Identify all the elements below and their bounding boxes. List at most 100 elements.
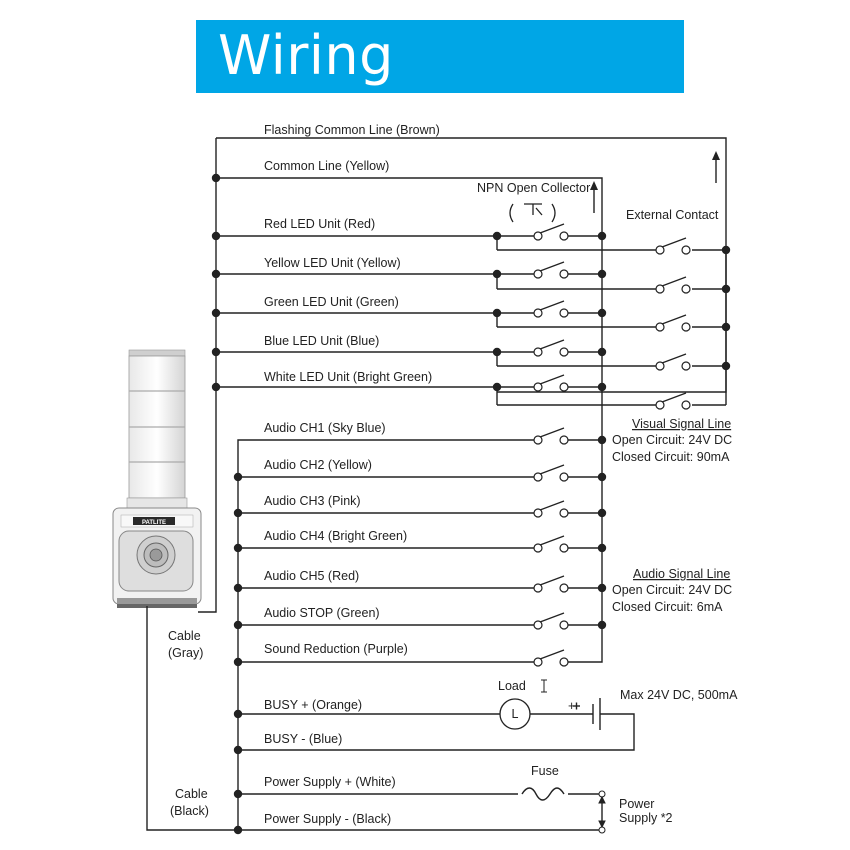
external-contact-switch-icon xyxy=(655,392,691,410)
junction-dot xyxy=(597,583,607,593)
label-white-led: White LED Unit (Bright Green) xyxy=(264,370,432,384)
visual-signal-closed: Closed Circuit: 90mA xyxy=(612,450,730,464)
junction-dot xyxy=(211,382,221,392)
junction-dot xyxy=(233,543,243,553)
junction-dot xyxy=(597,347,607,357)
audio-signal-title: Audio Signal Line xyxy=(633,567,730,581)
junction-dot xyxy=(211,173,221,183)
label-cable-black-color: (Black) xyxy=(170,804,209,818)
junction-dot xyxy=(233,583,243,593)
label-audio-ch5: Audio CH5 (Red) xyxy=(264,569,359,583)
audio-switch-icon xyxy=(533,575,569,593)
junction-dot xyxy=(492,308,502,318)
junction-dot xyxy=(492,269,502,279)
label-busy-minus: BUSY - (Blue) xyxy=(264,732,342,746)
label-power-minus: Power Supply - (Black) xyxy=(264,812,391,826)
audio-signal-closed: Closed Circuit: 6mA xyxy=(612,600,723,614)
label-audio-ch2: Audio CH2 (Yellow) xyxy=(264,458,372,472)
junction-dot xyxy=(233,825,243,835)
switches xyxy=(533,223,691,667)
audio-switch-icon xyxy=(533,464,569,482)
load-symbol: L xyxy=(512,707,519,721)
external-contact-switch-icon xyxy=(655,314,691,332)
label-external-contact: External Contact xyxy=(626,208,719,222)
label-audio-ch1: Audio CH1 (Sky Blue) xyxy=(264,421,386,435)
label-common-line: Common Line (Yellow) xyxy=(264,159,389,173)
audio-signal-open: Open Circuit: 24V DC xyxy=(612,583,732,597)
junction-dot xyxy=(597,382,607,392)
visual-signal-open: Open Circuit: 24V DC xyxy=(612,433,732,447)
junction-dot xyxy=(597,231,607,241)
junction-dot xyxy=(211,347,221,357)
audio-switch-icon xyxy=(533,427,569,445)
npn-switch-icon xyxy=(533,261,569,279)
junction-dot xyxy=(492,347,502,357)
visual-signal-title: Visual Signal Line xyxy=(632,417,731,431)
label-load: Load xyxy=(498,679,526,693)
junction-dot xyxy=(233,620,243,630)
npn-switch-icon xyxy=(533,339,569,357)
external-contact-switch-icon xyxy=(655,237,691,255)
junction-dots xyxy=(211,173,731,835)
arrows xyxy=(590,151,720,190)
junction-dot xyxy=(492,231,502,241)
junction-dot xyxy=(233,657,243,667)
audio-switch-icon xyxy=(533,612,569,630)
junction-dot xyxy=(211,231,221,241)
junction-dot xyxy=(721,322,731,332)
junction-dot xyxy=(492,382,502,392)
page-title: Wiring xyxy=(218,24,394,87)
label-power-supply: Power xyxy=(619,797,654,811)
label-cable-gray: Cable xyxy=(168,629,201,643)
label-flashing-common: Flashing Common Line (Brown) xyxy=(264,123,440,137)
junction-dot xyxy=(211,308,221,318)
label-plus: + xyxy=(568,699,575,713)
power-terminal-icon xyxy=(598,790,606,834)
label-cable-black: Cable xyxy=(175,787,208,801)
junction-dot xyxy=(597,620,607,630)
label-power-plus: Power Supply + (White) xyxy=(264,775,396,789)
brand-logo: PATLITE xyxy=(142,520,166,526)
label-audio-ch4: Audio CH4 (Bright Green) xyxy=(264,529,407,543)
label-busy-plus: BUSY + (Orange) xyxy=(264,698,362,712)
junction-dot xyxy=(721,361,731,371)
label-cable-gray-color: (Gray) xyxy=(168,646,203,660)
junction-dot xyxy=(597,472,607,482)
junction-dot xyxy=(211,269,221,279)
external-contact-switch-icon xyxy=(655,353,691,371)
text-cursor-icon xyxy=(541,679,547,693)
label-blue-led: Blue LED Unit (Blue) xyxy=(264,334,379,348)
label-power-supply-note: Supply *2 xyxy=(619,811,673,825)
label-sound-reduction: Sound Reduction (Purple) xyxy=(264,642,408,656)
junction-dot xyxy=(597,435,607,445)
label-audio-stop: Audio STOP (Green) xyxy=(264,606,380,620)
npn-transistor-icon xyxy=(509,203,556,223)
junction-dot xyxy=(721,245,731,255)
npn-switch-icon xyxy=(533,223,569,241)
label-audio-ch3: Audio CH3 (Pink) xyxy=(264,494,361,508)
arrow-up-icon xyxy=(590,181,598,190)
label-yellow-led: Yellow LED Unit (Yellow) xyxy=(264,256,401,270)
junction-dot xyxy=(233,508,243,518)
external-contact-switch-icon xyxy=(655,276,691,294)
junction-dot xyxy=(597,308,607,318)
label-max-rating: Max 24V DC, 500mA xyxy=(620,688,738,702)
label-npn-open-collector: NPN Open Collector xyxy=(477,181,590,195)
audio-switch-icon xyxy=(533,535,569,553)
npn-switch-icon xyxy=(533,300,569,318)
junction-dot xyxy=(597,543,607,553)
npn-switch-icon xyxy=(533,374,569,392)
audio-switch-icon xyxy=(533,649,569,667)
junction-dot xyxy=(233,472,243,482)
label-red-led: Red LED Unit (Red) xyxy=(264,217,375,231)
audio-switch-icon xyxy=(533,500,569,518)
label-fuse: Fuse xyxy=(531,764,559,778)
junction-dot xyxy=(597,269,607,279)
wires xyxy=(146,137,727,831)
junction-dot xyxy=(721,284,731,294)
junction-dot xyxy=(233,709,243,719)
signal-tower-illustration: PATLITE xyxy=(112,349,202,608)
load-icon xyxy=(499,698,531,730)
junction-dot xyxy=(597,508,607,518)
